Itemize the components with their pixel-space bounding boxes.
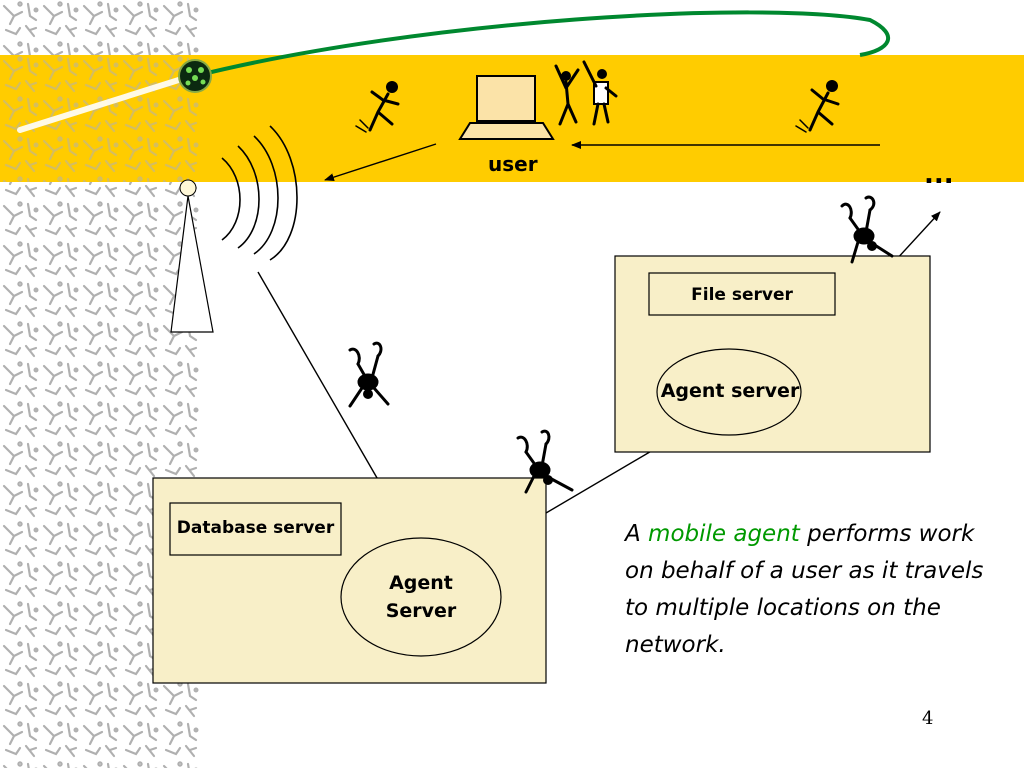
globe-icon <box>178 59 212 93</box>
handstand-agent-icon <box>516 429 574 494</box>
description-text: A mobile agent performs work on behalf o… <box>625 516 1005 664</box>
description-highlight: mobile agent <box>648 521 800 547</box>
remote-agent-server-ellipse <box>656 348 802 436</box>
handstand-agent-icon <box>348 341 390 408</box>
page-number: 4 <box>922 708 934 729</box>
local-agent-server-label-line1: Agent <box>389 572 453 594</box>
local-agent-server-ellipse <box>340 537 502 657</box>
banner-pattern-overlay <box>0 55 200 182</box>
local-agent-server-label-line2: Server <box>385 600 457 622</box>
walking-figure-icon <box>795 80 840 133</box>
database-server-box <box>169 502 342 556</box>
antenna-tower-icon <box>170 179 214 333</box>
description-part1: A <box>625 521 649 547</box>
file-server-label: File server <box>691 285 793 305</box>
arrow-user-to-antenna <box>324 143 437 182</box>
database-server-label: Database server <box>176 518 335 538</box>
description-part2: performs work on behalf of a user as it … <box>625 521 984 658</box>
remote-agent-server-label: Agent server <box>660 380 800 402</box>
radio-wave-icon <box>221 125 298 261</box>
walking-figure-icon <box>355 81 400 133</box>
globe-trail <box>194 10 891 78</box>
file-server-box <box>648 272 836 316</box>
laptop-icon <box>458 75 555 140</box>
ellipsis-label: ... <box>924 160 954 190</box>
user-label: user <box>488 152 538 176</box>
high-five-figures-icon <box>554 60 618 126</box>
handstand-agent-icon <box>840 195 894 264</box>
globe-comet-tail <box>17 75 188 133</box>
